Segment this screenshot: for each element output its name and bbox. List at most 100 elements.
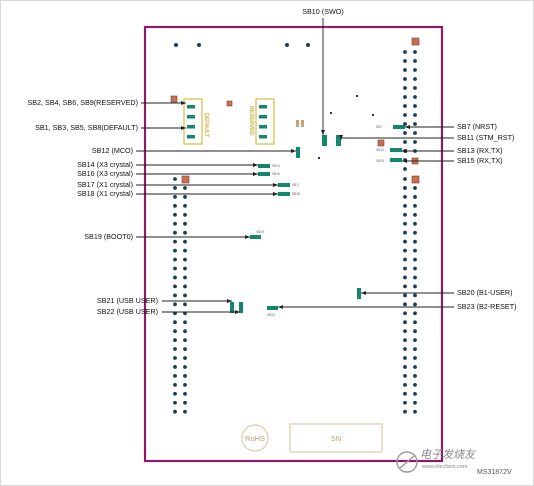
header-pin xyxy=(183,329,187,334)
header-pin xyxy=(173,230,177,235)
header-pin xyxy=(403,113,407,117)
leader-lines xyxy=(136,18,454,313)
header-pin xyxy=(413,77,417,81)
header-pin xyxy=(183,383,187,387)
header-pin xyxy=(173,382,177,387)
header-pin xyxy=(413,113,417,117)
header-pin xyxy=(403,86,407,90)
callout-sb21: SB21 (USB USER) xyxy=(97,296,158,305)
header-pin xyxy=(173,400,177,405)
header-pin xyxy=(403,284,407,289)
header-pin xyxy=(403,311,407,316)
header-pin xyxy=(413,320,417,325)
header-pin xyxy=(413,122,417,126)
header-pin xyxy=(403,293,407,298)
header-pin xyxy=(413,302,417,307)
sb14-pad xyxy=(258,164,270,168)
header-pin xyxy=(413,195,417,199)
header-pin xyxy=(173,293,177,298)
header-pin xyxy=(183,356,187,360)
header-pin xyxy=(413,239,417,244)
header-pin xyxy=(403,248,407,253)
header-pin xyxy=(403,77,407,81)
callout-sb16: SB16 (X3 crystal) xyxy=(77,169,133,178)
header-pin xyxy=(173,409,177,414)
header-pin xyxy=(413,131,417,135)
pad-red xyxy=(226,100,233,107)
header-pin xyxy=(403,347,407,351)
crystal-footprint xyxy=(296,120,304,127)
header-pin xyxy=(413,293,417,298)
header-pin xyxy=(173,365,177,369)
header-pin xyxy=(403,104,407,108)
svg-text:SB23: SB23 xyxy=(267,313,275,317)
svg-text:SB17: SB17 xyxy=(292,183,300,187)
header-pin xyxy=(173,284,177,289)
callout-sb18: SB18 (X1 crystal) xyxy=(77,189,133,198)
solder-bridges xyxy=(230,125,405,313)
header-pin xyxy=(183,221,187,226)
header-pin xyxy=(173,329,177,334)
header-pin xyxy=(403,266,407,271)
header-pin xyxy=(403,68,407,72)
jumper-block-default: DEFAULT xyxy=(183,98,209,145)
callout-sb23: SB23 (B2-RESET) xyxy=(457,302,517,311)
pad-red xyxy=(411,37,420,46)
header-pin xyxy=(403,400,407,405)
header-pin xyxy=(173,221,177,226)
callout-sb13: SB13 (RX,TX) xyxy=(457,146,503,155)
top-vias xyxy=(174,43,310,47)
header-pin xyxy=(413,383,417,387)
header-pin xyxy=(403,59,407,63)
header-pin xyxy=(413,104,417,108)
header-pin xyxy=(183,275,187,280)
header-pin xyxy=(403,186,407,190)
small-marks xyxy=(318,95,374,159)
header-pin xyxy=(403,195,407,199)
sb16-pad xyxy=(258,172,270,176)
pad-red xyxy=(181,175,190,184)
header-pin xyxy=(403,329,407,334)
header-pin xyxy=(413,284,417,289)
header-pin xyxy=(403,131,407,135)
svg-text:SB7: SB7 xyxy=(376,125,382,129)
callout-sb12: SB12 (MCO) xyxy=(92,146,133,155)
header-pin xyxy=(403,356,407,360)
sb13-pad xyxy=(390,148,402,152)
board-outline xyxy=(143,25,444,463)
header-pin xyxy=(173,338,177,342)
watermark-url: www.elecfans.com xyxy=(421,464,468,470)
figure-tag: MS31872V xyxy=(477,469,512,476)
header-pin xyxy=(183,239,187,244)
pad-red xyxy=(170,95,178,103)
svg-text:SB16: SB16 xyxy=(272,172,280,176)
header-pin xyxy=(413,338,417,343)
callout-sb17: SB17 (X1 crystal) xyxy=(77,180,133,189)
callout-sb1-sb3-sb5-sb8: SB1, SB3, SB5, SB8(DEFAULT) xyxy=(35,123,138,132)
header-pin xyxy=(173,266,177,271)
header-pin xyxy=(183,391,187,396)
header-pin xyxy=(403,374,407,378)
header-pin xyxy=(183,195,187,199)
header-pin xyxy=(173,302,177,307)
sb19-pad xyxy=(250,235,261,239)
header-pin xyxy=(173,239,177,244)
watermark: 电子发烧友 www.elecfans.com xyxy=(396,448,477,473)
header-pin xyxy=(403,221,407,226)
header-pins xyxy=(173,50,417,414)
jumper-label-default: DEFAULT xyxy=(203,113,209,138)
header-pin xyxy=(183,266,187,271)
jumper-block-reserved: RESERVED xyxy=(248,98,275,145)
header-pin xyxy=(183,320,187,325)
header-pin xyxy=(173,257,177,262)
header-pin xyxy=(403,167,407,171)
callout-sb11: SB11 (STM_RST) xyxy=(457,133,514,142)
sb21-pad xyxy=(230,302,234,313)
header-pin xyxy=(413,329,417,334)
header-pin xyxy=(403,320,407,325)
sb17-pad xyxy=(278,183,290,187)
header-pin xyxy=(413,347,417,351)
header-pin xyxy=(183,293,187,298)
header-pin xyxy=(403,382,407,387)
